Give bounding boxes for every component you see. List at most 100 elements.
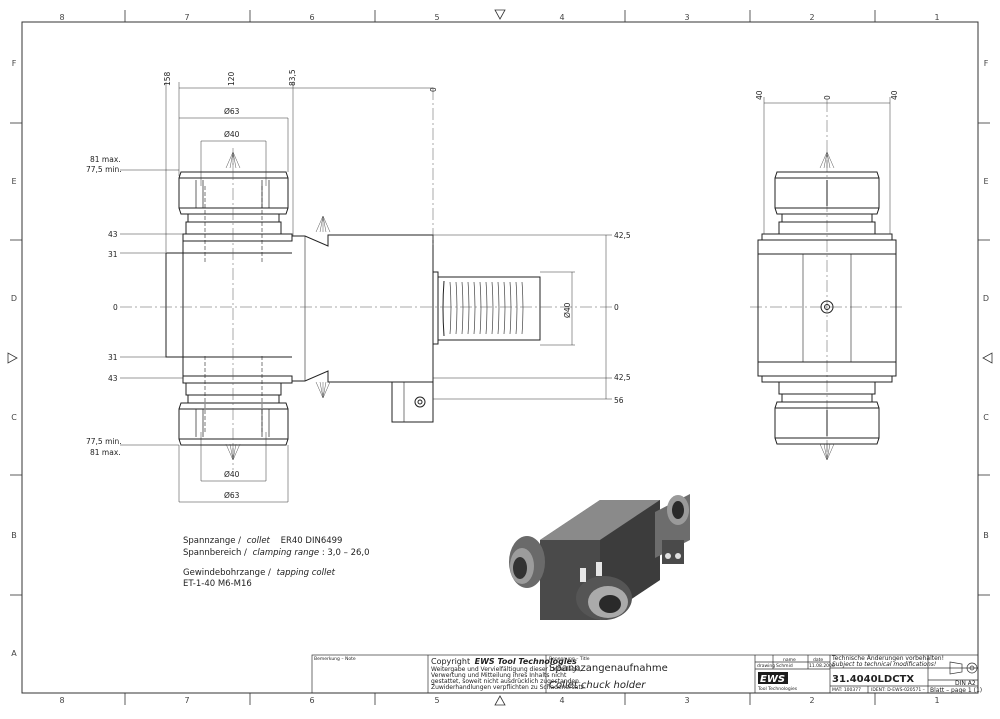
- dim-77-5-min-bottom: 77,5 min.: [86, 437, 122, 446]
- note-tapping-spec: ET-1-40 M6-M16: [183, 579, 252, 589]
- part-number: 31.4040LDCTX: [832, 674, 914, 685]
- dim-dia63-top: Ø63: [224, 107, 240, 116]
- grid-row-label: E: [983, 177, 988, 186]
- specification-notes: Spannzange / collet ER40 DIN6499 Spannbe…: [183, 536, 370, 589]
- grid-col-label: 3: [684, 13, 689, 22]
- note-collet: Spannzange / collet ER40 DIN6499: [183, 536, 342, 546]
- copyright-heading: Copyright EWS Tool Technologies: [431, 657, 577, 666]
- dim-56: 56: [614, 396, 624, 405]
- dim-31-bottom: 31: [108, 353, 118, 362]
- mat-number: MAT: 100377: [832, 687, 861, 693]
- dim-120: 120: [227, 71, 236, 86]
- dim-0-right: 0: [614, 303, 619, 312]
- note-collet-de: Spannzange /: [183, 536, 241, 546]
- grid-col-label: 5: [434, 696, 439, 705]
- dim-83-5: 83,5: [288, 69, 297, 86]
- front-view: [165, 171, 541, 446]
- center-markers: [7, 9, 993, 706]
- title-label: Benennung – Title: [549, 656, 590, 662]
- grid-row-label: C: [983, 413, 989, 422]
- grid-row-label: A: [11, 649, 17, 658]
- shank-serration: [449, 281, 524, 335]
- dim-43-bottom: 43: [108, 374, 118, 383]
- ews-logo-sub: Tool Technologies: [757, 686, 798, 692]
- dim-42-5-top: 42,5: [614, 231, 631, 240]
- grid-col-label: 2: [809, 696, 814, 705]
- grid-row-label: B: [983, 531, 989, 540]
- grid-col-label: 3: [684, 696, 689, 705]
- drawn-date: 11.08.2006: [809, 663, 835, 669]
- sheet-page: Blatt – page 1 (1): [930, 687, 982, 694]
- copyright-prefix: Copyright: [431, 657, 470, 666]
- copyright-line: Weitergabe und Vervielfältigung dieser U…: [431, 666, 581, 673]
- grid-column-labels-bottom: 8 7 6 5 4 3 2 1: [59, 696, 939, 705]
- side-dimension-lines: [763, 97, 891, 234]
- front-center-lines: [120, 88, 905, 470]
- grid-col-label: 1: [934, 13, 939, 22]
- side-view: [757, 171, 897, 445]
- grid-col-label: 5: [434, 13, 439, 22]
- side-dim-40-right: 40: [890, 90, 899, 100]
- remark-label: Bemerkung – Note: [314, 656, 356, 662]
- ews-logo-box: [758, 672, 788, 684]
- ident-number: IDENT: D-EWS-020571 –: [871, 687, 926, 693]
- surface-marks: [225, 151, 835, 461]
- din-format: DIN A2: [955, 680, 976, 687]
- sheet-border: [21, 21, 979, 694]
- note-collet-en: collet: [247, 536, 271, 546]
- ews-logo: EWS: [760, 674, 785, 685]
- grid-col-label: 8: [59, 696, 64, 705]
- dim-43-top: 43: [108, 230, 118, 239]
- grid-row-label: D: [983, 294, 989, 303]
- dim-42-5-bottom: 42,5: [614, 373, 631, 382]
- grid-row-labels-right: F E D C B: [983, 59, 989, 540]
- copyright-brand: EWS Tool Technologies: [475, 657, 577, 666]
- grid-col-label: 4: [559, 696, 564, 705]
- note-tapping: Gewindebohrzange / tapping collet: [183, 568, 336, 578]
- dim-31-top: 31: [108, 250, 118, 259]
- note-clamping-en: clamping range: [253, 548, 319, 558]
- dim-dia40-shank: Ø40: [563, 302, 572, 318]
- side-dimension-labels: 40 0 40: [755, 90, 899, 100]
- col-name-label: name: [783, 658, 796, 663]
- side-dim-0: 0: [823, 95, 832, 100]
- col-date-label: date: [813, 657, 823, 663]
- note-tapping-en: tapping collet: [277, 568, 336, 578]
- isometric-illustration: [509, 494, 690, 620]
- dim-dia40-top: Ø40: [224, 130, 240, 139]
- title-english: Collet chuck holder: [549, 680, 646, 691]
- row-drawing-label: drawing: [757, 663, 775, 669]
- note-tapping-de: Gewindebohrzange /: [183, 568, 271, 578]
- dim-81-max-top: 81 max.: [90, 155, 121, 164]
- note-clamping-spec: : 3,0 – 26,0: [322, 548, 370, 558]
- grid-row-label: E: [11, 177, 16, 186]
- dim-0-top: 0: [429, 87, 438, 92]
- copyright-line: gestattet, soweit nicht ausdrücklich zug…: [431, 678, 581, 685]
- front-dimension-lines: [120, 82, 612, 503]
- dim-77-5-min-top: 77,5 min.: [86, 165, 122, 174]
- note-collet-spec: ER40 DIN6499: [281, 536, 343, 546]
- title-block: Bemerkung – Note Copyright EWS Tool Tech…: [311, 654, 982, 694]
- grid-col-label: 7: [184, 13, 189, 22]
- grid-col-label: 8: [59, 13, 64, 22]
- grid-col-label: 1: [934, 696, 939, 705]
- change-notice-de: Technische Änderungen vorbehalten!: [831, 655, 944, 662]
- projection-symbol-icon: [949, 661, 978, 675]
- note-clamping: Spannbereich / clamping range : 3,0 – 26…: [183, 548, 370, 558]
- grid-col-label: 2: [809, 13, 814, 22]
- grid-row-label: F: [12, 59, 17, 68]
- title-german: Spannzangenaufnahme: [549, 663, 668, 674]
- grid-row-label: F: [984, 59, 989, 68]
- front-dimension-labels: 158 120 83,5 0 Ø63 Ø40 81 max. 77,5 min.…: [86, 69, 631, 500]
- grid-row-labels-left: F E D C B A: [11, 59, 17, 658]
- dim-0-left: 0: [113, 303, 118, 312]
- grid-row-label: D: [11, 294, 17, 303]
- grid-col-label: 6: [309, 696, 314, 705]
- grid-col-label: 6: [309, 13, 314, 22]
- drawn-by: Schmid: [776, 663, 793, 669]
- dim-158: 158: [163, 71, 172, 86]
- grid-col-label: 7: [184, 696, 189, 705]
- grid-column-labels-top: 8 7 6 5 4 3 2 1: [59, 13, 939, 22]
